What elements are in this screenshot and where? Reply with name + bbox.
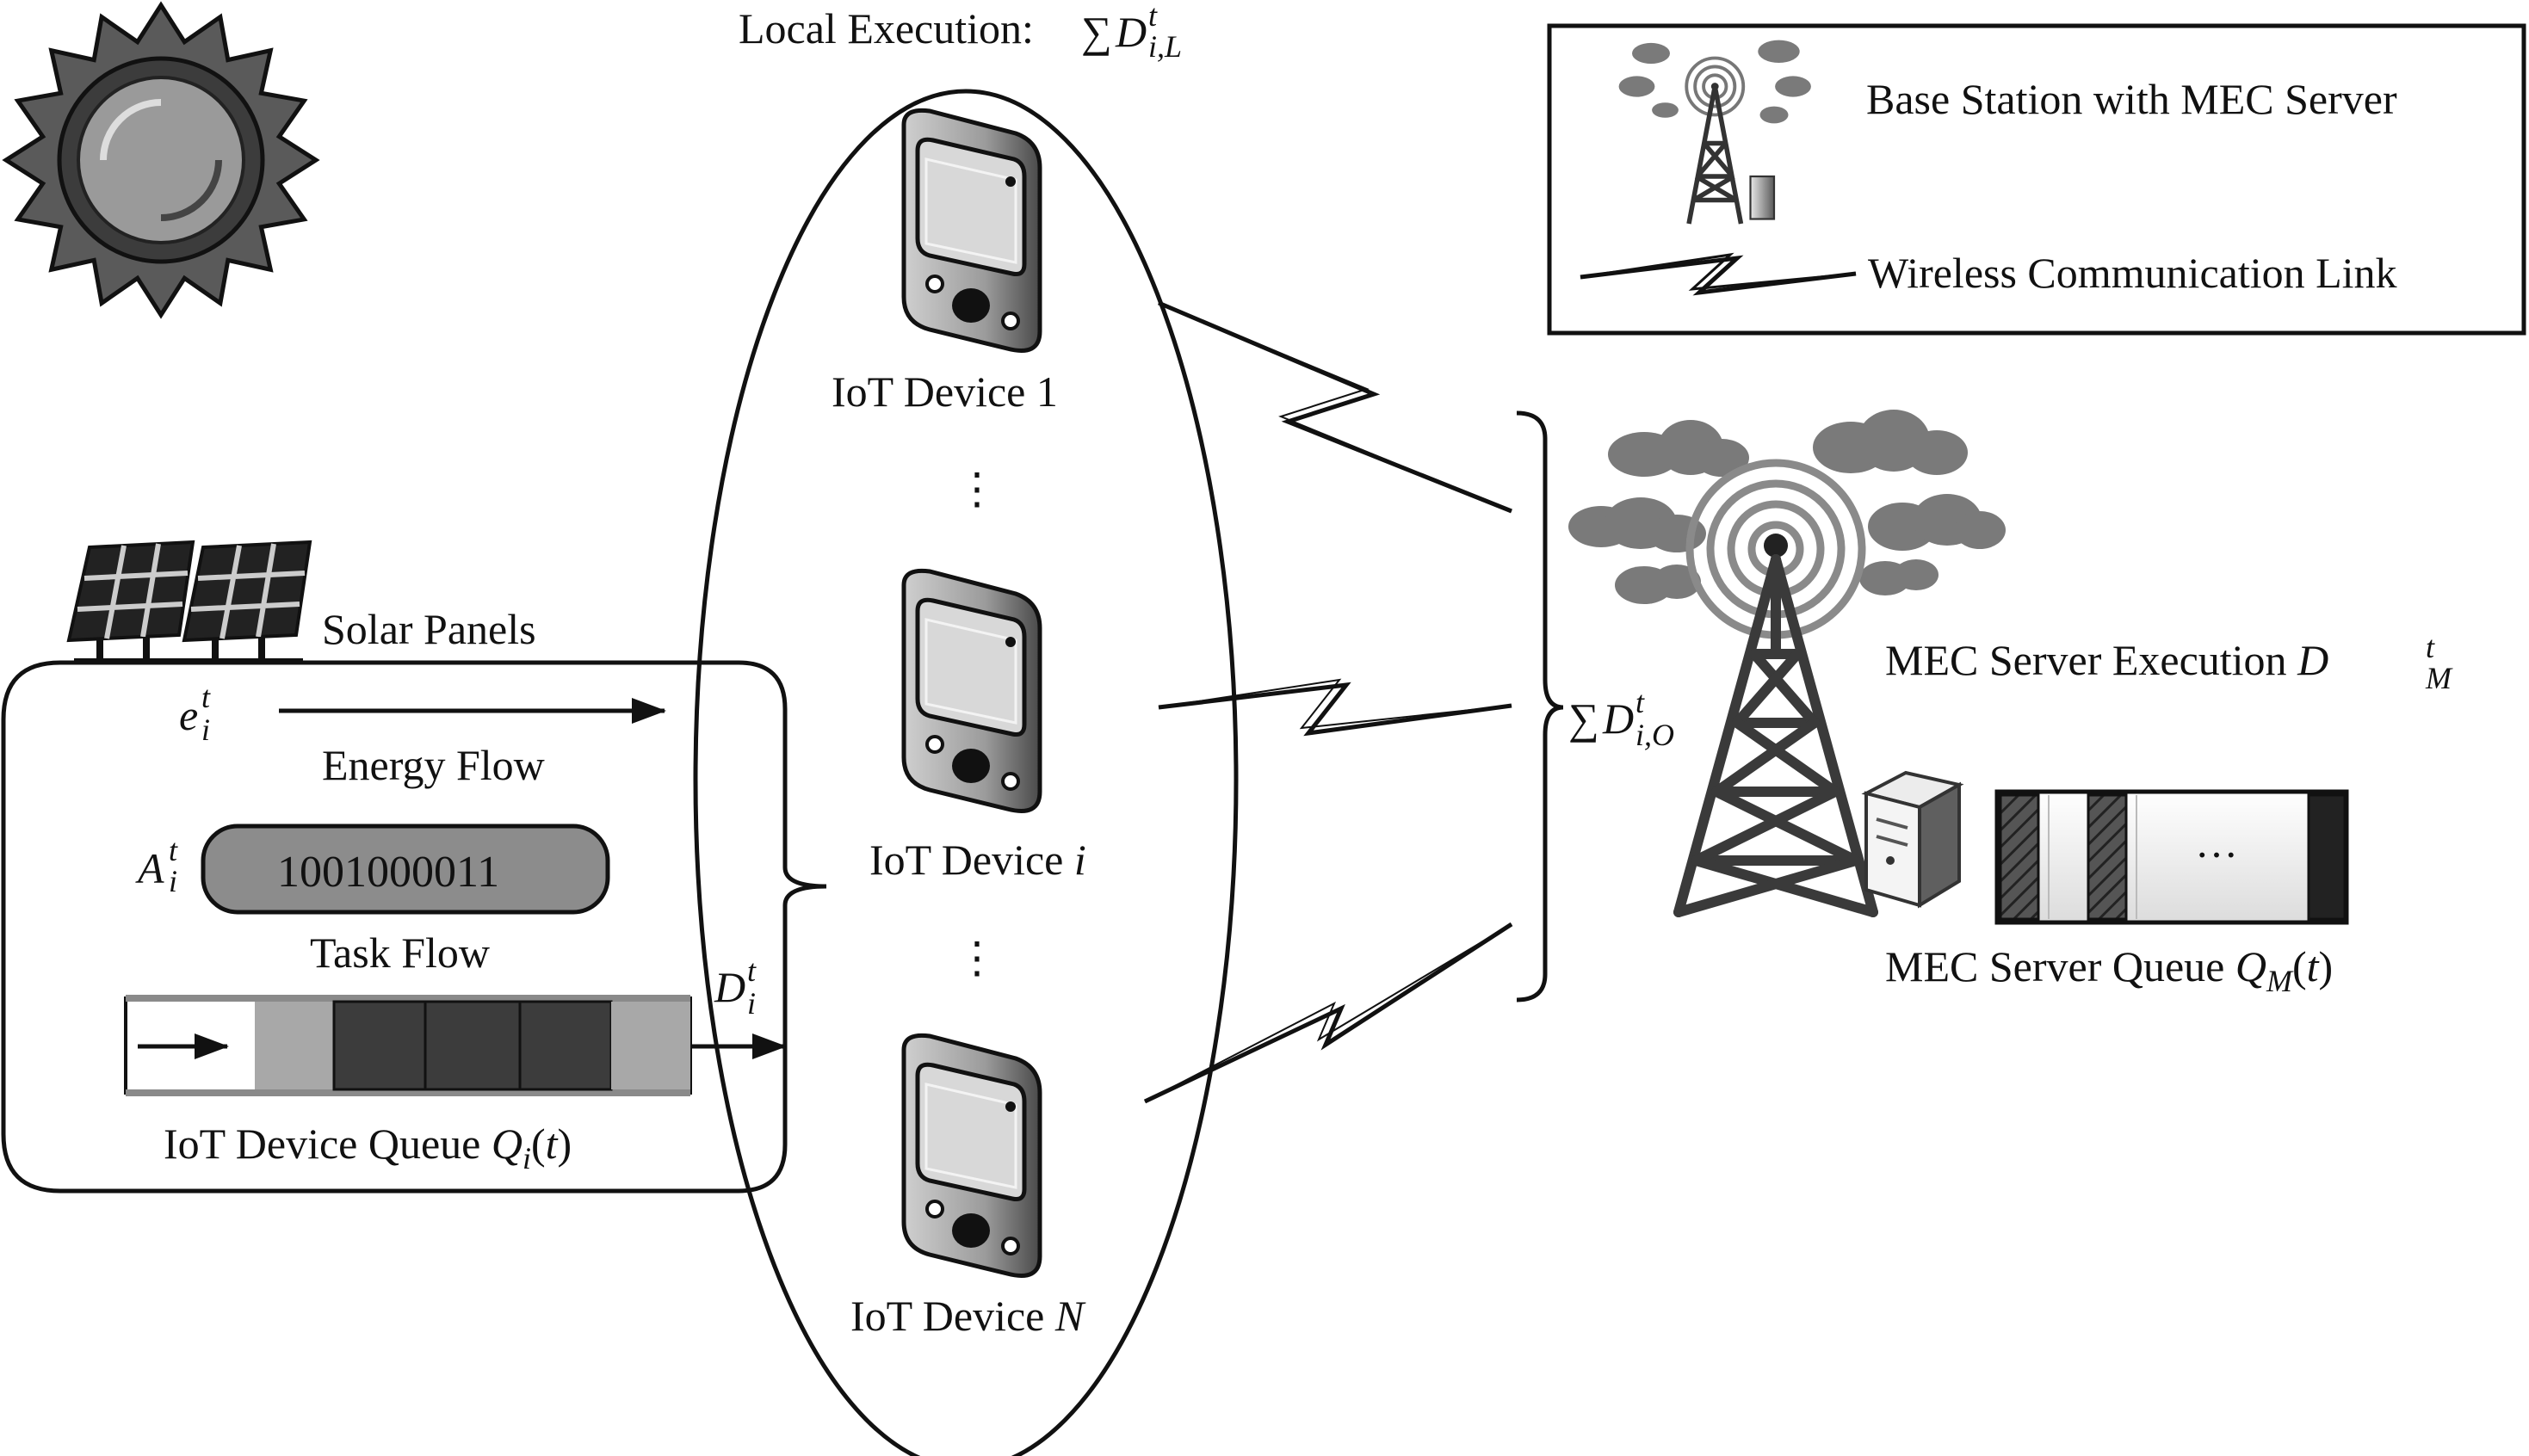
task-sub: i <box>169 864 177 898</box>
wireless-link-i <box>1158 678 1512 737</box>
task-bits-value: 1001000011 <box>277 848 499 897</box>
legend: Base Station with MEC Server Wireless Co… <box>1547 23 2526 336</box>
iot-queue-var: Q <box>492 1120 522 1168</box>
mec-execution-sub: M <box>2425 661 2453 695</box>
iot-device-n-text: IoT Device <box>850 1292 1055 1340</box>
solar-panels-icon <box>66 540 312 663</box>
task-flow-label: Task Flow <box>310 929 490 977</box>
iot-device-i-label: IoT Device i <box>869 836 1086 884</box>
iot-device-1-icon <box>901 108 1042 353</box>
device-dots-lower: ⋮ <box>955 934 999 982</box>
mec-queue-text: MEC Server Queue <box>1885 942 2235 990</box>
task-bits-box <box>201 824 610 915</box>
sun-icon <box>2 1 320 319</box>
energy-flow-label: Energy Flow <box>322 741 545 789</box>
solar-panel-right <box>182 540 312 659</box>
iot-device-i-icon <box>901 568 1042 813</box>
legend-wireless-link-label: Wireless Communication Link <box>1868 249 2397 297</box>
mec-server-queue: … <box>1994 789 2349 925</box>
iot-queue-text: IoT Device Queue <box>164 1120 492 1168</box>
iot-device-queue <box>124 995 692 1096</box>
mec-queue-arg: t <box>2307 942 2320 990</box>
iot-queue-arg: t <box>546 1120 559 1168</box>
mec-execution-text: MEC Server Execution <box>1885 636 2297 684</box>
energy-sub: i <box>201 713 210 747</box>
offload-sub: i,O <box>1636 718 1674 752</box>
local-execution-prefix: Local Execution: <box>739 4 1034 52</box>
wireless-link-n <box>1143 922 1513 1104</box>
iot-queue-sub: i <box>522 1141 531 1175</box>
iot-devices-ellipse <box>693 89 1239 1456</box>
mec-server-icon <box>1861 770 1964 909</box>
d-sub: i <box>747 986 756 1021</box>
iot-device-1-label: IoT Device 1 <box>832 367 1058 416</box>
d-sup: t <box>747 953 757 988</box>
mec-queue-sub: M <box>2266 964 2294 998</box>
wireless-link-legend-icon <box>1580 255 1857 296</box>
iot-device-detail-callout <box>1 660 827 1194</box>
mec-execution-var: D <box>2297 636 2328 684</box>
local-execution-sub: i,L <box>1148 29 1182 64</box>
task-sup: t <box>169 833 178 867</box>
d-var: D <box>714 963 745 1011</box>
energy-var: e <box>179 691 198 739</box>
mec-queue-label: MEC Server Queue QM(t) <box>1885 942 2333 998</box>
legend-border <box>1547 23 2526 336</box>
device-dots-upper: ⋮ <box>955 465 999 513</box>
base-station-icon <box>1568 410 2006 917</box>
iot-device-n-label: IoT Device N <box>850 1292 1086 1340</box>
local-execution-sum: ∑ <box>1081 8 1112 56</box>
local-execution-label: Local Execution: ∑ D t i,L <box>739 0 1182 64</box>
local-execution-sup: t <box>1148 0 1158 33</box>
offload-sup: t <box>1636 685 1645 719</box>
iot-device-n-icon <box>901 1033 1042 1278</box>
iot-device-i-var: i <box>1074 836 1086 884</box>
iot-device-n-var: N <box>1054 1292 1086 1340</box>
base-station-legend-icon <box>1618 40 1811 225</box>
iot-device-queue-label: IoT Device Queue Qi(t) <box>164 1120 572 1175</box>
offload-sum: ∑ <box>1568 694 1599 743</box>
mec-execution-label: MEC Server Execution D <box>1885 636 2328 684</box>
mec-queue-dots: … <box>2195 818 2238 867</box>
energy-sup: t <box>201 680 211 714</box>
mec-queue-var: Q <box>2235 942 2266 990</box>
offload-var: D <box>1602 694 1634 743</box>
solar-panel-left <box>66 540 195 659</box>
offload-brace <box>1516 410 1564 1003</box>
cloud-icons <box>1568 410 2006 604</box>
task-var: A <box>135 844 164 892</box>
solar-panels-label: Solar Panels <box>322 605 536 653</box>
mec-execution-sup: t <box>2426 630 2435 664</box>
iot-device-i-text: IoT Device <box>869 836 1074 884</box>
wireless-link-1 <box>1158 300 1512 514</box>
tower-structure <box>1673 554 1878 917</box>
legend-base-station-label: Base Station with MEC Server <box>1866 75 2397 123</box>
offload-label: ∑ D t i,O <box>1568 685 1674 752</box>
local-execution-var: D <box>1115 8 1147 56</box>
